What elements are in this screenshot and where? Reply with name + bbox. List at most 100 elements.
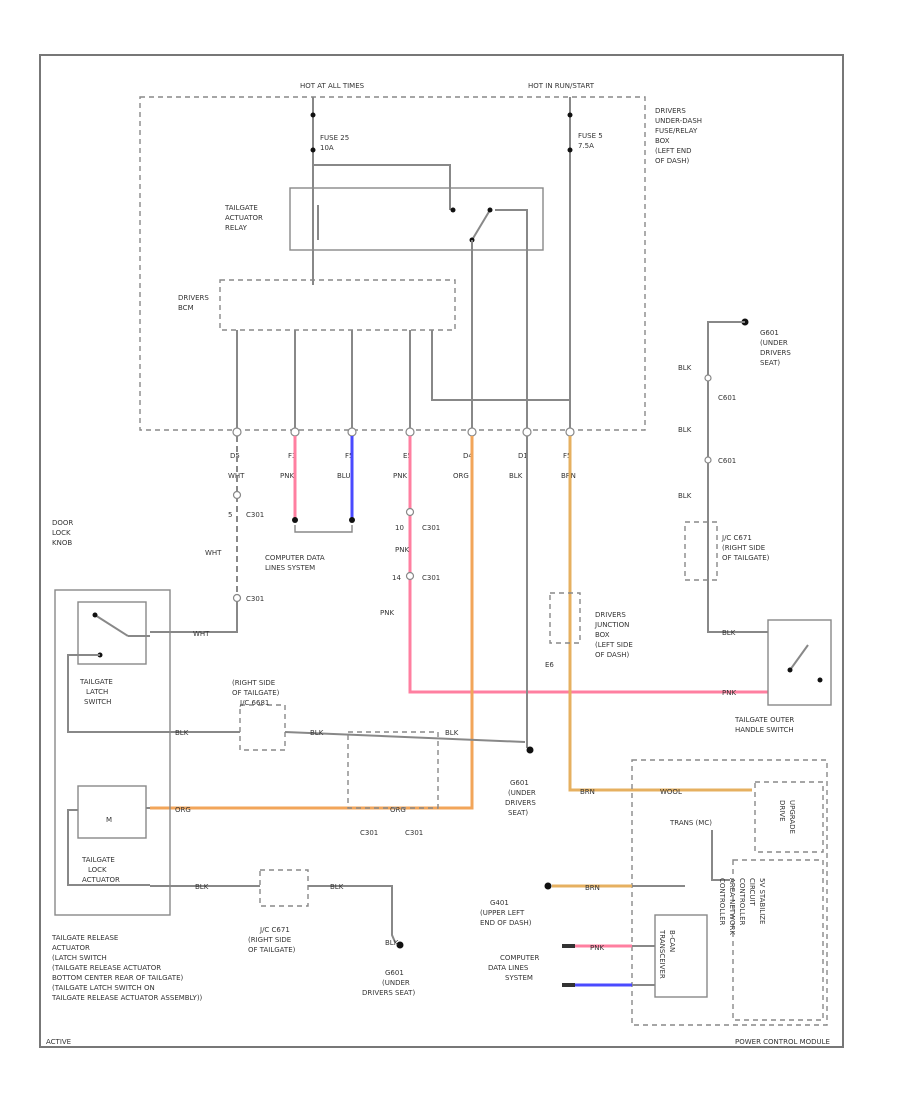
release-actuator-desc: TAILGATE RELEASE ACTUATOR (LATCH SWITCH … xyxy=(51,934,203,1002)
trans-mc-label: TRANS (MC) xyxy=(669,819,712,827)
svg-text:BLK: BLK xyxy=(678,364,692,372)
door-lock-knob-label: DOOR LOCK KNOB xyxy=(52,519,76,547)
svg-text:F5: F5 xyxy=(345,452,353,460)
org-wire xyxy=(150,436,474,810)
svg-text:ORG: ORG xyxy=(175,806,191,814)
svg-text:10: 10 xyxy=(395,524,404,532)
tailgate-latch-switch xyxy=(77,601,147,665)
fuse-25-node xyxy=(310,112,316,118)
svg-text:BLU: BLU xyxy=(337,472,350,480)
svg-text:BLK: BLK xyxy=(509,472,523,480)
fuse-5-amp: 7.5A xyxy=(578,142,594,150)
cdl-right-label: COMPUTER DATA LINES SYSTEM xyxy=(488,954,542,982)
underdash-box-label: DRIVERS UNDER-DASH FUSE/RELAY BOX (LEFT … xyxy=(655,107,704,165)
jc-right-label: J/C C671 (RIGHT SIDE OF TAILGATE) xyxy=(721,534,770,562)
bcm-label: DRIVERS BCM xyxy=(178,294,211,312)
svg-text:C301: C301 xyxy=(422,574,440,582)
svg-text:ORG: ORG xyxy=(453,472,469,480)
svg-text:D1: D1 xyxy=(518,452,528,460)
svg-text:C301: C301 xyxy=(246,595,264,603)
svg-text:E5: E5 xyxy=(403,452,412,460)
wire-color-labels: WHT PNK BLU PNK ORG BLK BRN xyxy=(228,472,576,480)
svg-text:BLK: BLK xyxy=(722,629,736,637)
svg-text:C301: C301 xyxy=(422,524,440,532)
svg-text:WHT: WHT xyxy=(193,630,210,638)
svg-text:F3: F3 xyxy=(288,452,296,460)
fuse-25-amp: 10A xyxy=(320,144,334,152)
pnk-handle-wire xyxy=(408,436,768,694)
bcm-connectors xyxy=(232,427,575,437)
svg-text:PNK: PNK xyxy=(280,472,294,480)
tailgate-outer-handle-switch xyxy=(767,619,832,706)
svg-text:BLK: BLK xyxy=(175,729,189,737)
svg-text:5: 5 xyxy=(228,511,232,519)
jc-bottom-label: J/C C671 (RIGHT SIDE OF TAILGATE) xyxy=(248,926,296,954)
jc-right xyxy=(684,521,718,581)
svg-text:M: M xyxy=(106,816,112,824)
ground-center-dot xyxy=(526,746,534,754)
jc-center-label: (RIGHT SIDE OF TAILGATE) J/C 6681 xyxy=(232,679,282,707)
ground-center-label: G601 (UNDER DRIVERS SEAT) xyxy=(505,779,538,817)
transceiver-label: B-CAN TRANSCEIVER xyxy=(658,929,676,979)
underdash-fuse-box xyxy=(139,96,646,431)
svg-text:BRN: BRN xyxy=(585,884,600,892)
drivers-bcm xyxy=(219,279,456,331)
fuse-5-node xyxy=(567,112,573,118)
footer-right: POWER CONTROL MODULE xyxy=(735,1038,830,1046)
tailgate-lock-actuator xyxy=(77,785,147,839)
b-can-transceiver xyxy=(654,914,708,998)
latch-switch-label: TAILGATE LATCH SWITCH xyxy=(79,678,115,706)
svg-text:PNK: PNK xyxy=(395,546,409,554)
svg-text:C601: C601 xyxy=(718,457,736,465)
g401-dot xyxy=(544,882,552,890)
g401-label: G401 (UPPER LEFT END OF DASH) xyxy=(480,899,532,927)
svg-text:PNK: PNK xyxy=(380,609,394,617)
svg-text:BLK: BLK xyxy=(195,883,209,891)
fuse-5-label: FUSE 5 xyxy=(578,132,603,140)
footer-left: ACTIVE xyxy=(46,1038,71,1046)
hot-in-run-label: HOT IN RUN/START xyxy=(528,82,595,90)
hot-at-all-times-label: HOT AT ALL TIMES xyxy=(300,82,365,90)
svg-text:BLK: BLK xyxy=(678,492,692,500)
ground-right-label: G601 (UNDER DRIVERS SEAT) xyxy=(760,329,793,367)
computer-data-lines-label: COMPUTER DATA LINES SYSTEM xyxy=(265,554,327,572)
tailgate-release-actuator-box xyxy=(54,589,171,916)
svg-text:BLK: BLK xyxy=(385,939,399,947)
pin-labels: D5 F3 F5 E5 D4 D1 F5 xyxy=(230,452,571,460)
power-control-module xyxy=(631,759,828,1026)
svg-text:PNK: PNK xyxy=(722,689,736,697)
c301-bottom-labels: C301 C301 xyxy=(360,829,423,837)
upgrade-drive-box xyxy=(754,781,824,853)
drivers-junction-box xyxy=(549,592,581,644)
svg-text:F5: F5 xyxy=(563,452,571,460)
relay-contact xyxy=(450,207,456,213)
junction-box-label: DRIVERS JUNCTION BOX (LEFT SIDE OF DASH) xyxy=(594,611,635,659)
controller-label: 5V STABILIZE CIRCUIT CONTROLLER AREA NET… xyxy=(718,878,766,937)
c301-label-1: C301 xyxy=(246,511,264,519)
outer-handle-label: TAILGATE OUTER HANDLE SWITCH xyxy=(734,716,797,734)
svg-text:D5: D5 xyxy=(230,452,240,460)
fuse-25-label: FUSE 25 xyxy=(320,134,349,142)
svg-text:C601: C601 xyxy=(718,394,736,402)
svg-text:WHT: WHT xyxy=(205,549,222,557)
svg-text:BLK: BLK xyxy=(310,729,324,737)
tailgate-actuator-relay xyxy=(289,187,544,251)
svg-text:E6: E6 xyxy=(545,661,554,669)
svg-text:14: 14 xyxy=(392,574,401,582)
brn-wire xyxy=(568,436,752,792)
svg-text:PNK: PNK xyxy=(393,472,407,480)
svg-text:WOOL: WOOL xyxy=(660,788,682,796)
upgrade-label: UPGRADE DRIVE xyxy=(778,800,796,836)
svg-text:BLK: BLK xyxy=(330,883,344,891)
relay-label: TAILGATE ACTUATOR RELAY xyxy=(224,204,265,232)
svg-text:PNK: PNK xyxy=(590,944,604,952)
ground-bottom-label: G601 (UNDER DRIVERS SEAT) xyxy=(362,969,415,997)
svg-text:BLK: BLK xyxy=(445,729,459,737)
controller-area xyxy=(732,859,824,1021)
svg-text:ORG: ORG xyxy=(390,806,406,814)
relay-switch-arm xyxy=(471,209,491,241)
svg-text:BRN: BRN xyxy=(580,788,595,796)
ground-bottom-dot xyxy=(396,941,404,949)
lock-actuator-label: TAILGATE LOCK ACTUATOR xyxy=(81,856,120,884)
svg-text:BLK: BLK xyxy=(678,426,692,434)
